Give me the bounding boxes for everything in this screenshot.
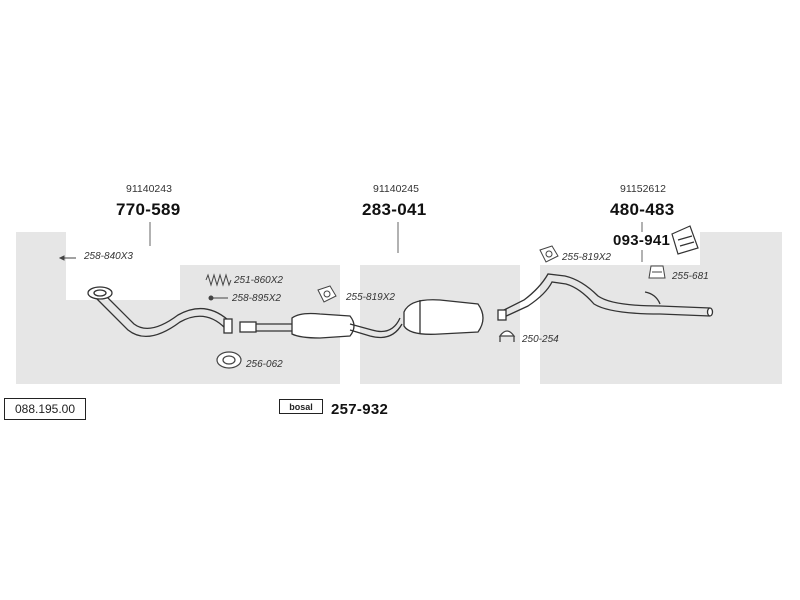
mounting-kit-box-icon: bosal bbox=[279, 399, 323, 414]
front-pipe bbox=[87, 286, 233, 338]
accessory-clamp-rear[interactable]: 250-254 bbox=[522, 334, 559, 345]
accessory-clamp-front[interactable]: 258-840X3 bbox=[84, 251, 133, 262]
accessory-gasket[interactable]: 256-062 bbox=[246, 359, 283, 370]
accessory-hanger-rear[interactable]: 255-819X2 bbox=[562, 252, 611, 263]
oem-number-front: 91140243 bbox=[126, 183, 172, 195]
oem-number-rear: 91152612 bbox=[620, 183, 666, 195]
gasket-icon bbox=[216, 351, 242, 369]
hanger-icon-front bbox=[317, 285, 337, 303]
accessory-spring[interactable]: 251-860X2 bbox=[234, 275, 283, 286]
hanger-icon-rear bbox=[539, 245, 559, 263]
accessory-rubber-mount[interactable]: 255-681 bbox=[672, 271, 709, 282]
clamp-icon-rear bbox=[498, 330, 516, 342]
spring-icon bbox=[205, 273, 232, 287]
part-number-heat-shield[interactable]: 093-941 bbox=[613, 232, 671, 249]
bosal-watermark bbox=[16, 232, 782, 384]
oem-number-centre: 91140245 bbox=[373, 183, 419, 195]
leader-lines bbox=[149, 222, 643, 262]
clamp-icon-front bbox=[58, 255, 76, 261]
heat-shield-icon bbox=[671, 225, 699, 255]
centre-section bbox=[239, 299, 484, 339]
bolt-icon bbox=[208, 295, 228, 301]
catalogue-number: 088.195.00 bbox=[4, 398, 86, 420]
rubber-mount-icon bbox=[648, 265, 666, 279]
rear-section bbox=[497, 273, 714, 321]
part-number-centre-section[interactable]: 283-041 bbox=[362, 200, 427, 219]
mounting-kit-part-number[interactable]: 257-932 bbox=[331, 401, 389, 418]
part-number-front-pipe[interactable]: 770-589 bbox=[116, 200, 181, 219]
part-number-rear-section[interactable]: 480-483 bbox=[610, 200, 675, 219]
accessory-bolt[interactable]: 258-895X2 bbox=[232, 293, 281, 304]
accessory-hanger-front[interactable]: 255-819X2 bbox=[346, 292, 395, 303]
